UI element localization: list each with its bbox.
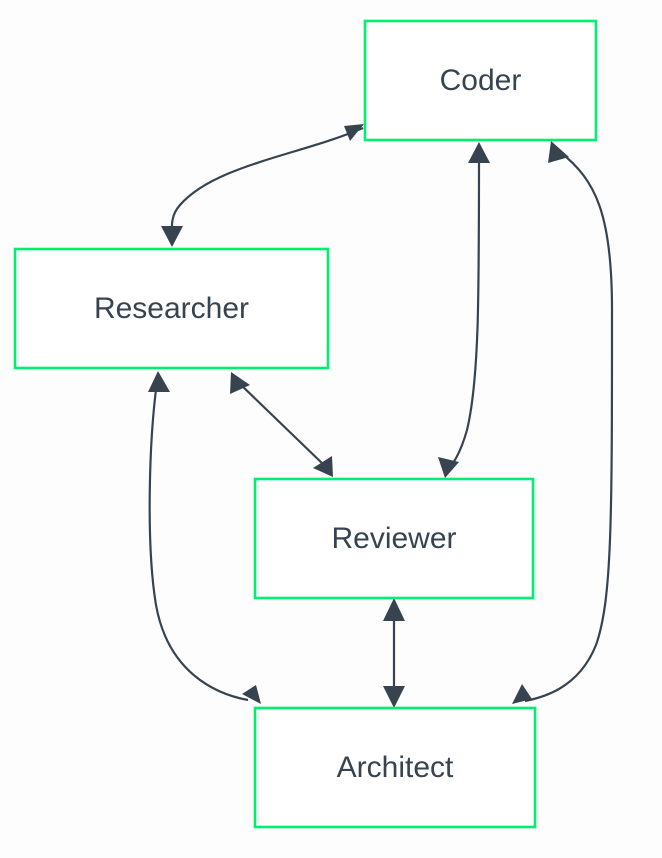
edge-reviewer-architect-arrowhead-architect	[383, 686, 405, 708]
edge-coder-researcher[interactable]	[161, 124, 364, 247]
node-reviewer-label: Reviewer	[331, 522, 456, 555]
edge-coder-researcher-arrowhead-coder	[344, 124, 364, 141]
node-coder-label: Coder	[440, 64, 522, 97]
edge-researcher-architect[interactable]	[148, 371, 261, 704]
node-coder-box[interactable]	[363, 19, 598, 142]
edge-coder-architect-path	[524, 151, 614, 703]
edge-researcher-reviewer-arrowhead-reviewer	[313, 456, 333, 477]
edge-coder-reviewer-arrowhead-reviewer	[438, 457, 459, 478]
edge-researcher-reviewer-path	[238, 382, 326, 467]
edge-researcher-architect-path	[148, 381, 249, 702]
node-architect[interactable]: Architect	[253, 706, 537, 829]
edge-coder-researcher-path	[170, 126, 364, 237]
edge-reviewer-architect-arrowhead-reviewer	[383, 598, 405, 621]
node-architect-label: Architect	[337, 751, 454, 784]
edge-researcher-architect-arrowhead-researcher	[148, 371, 170, 392]
edge-researcher-architect-arrowhead-architect	[242, 685, 261, 704]
edge-coder-reviewer-path	[447, 152, 481, 471]
node-coder[interactable]: Coder	[363, 19, 598, 142]
edge-coder-researcher-arrowhead-researcher	[161, 226, 183, 247]
node-reviewer[interactable]: Reviewer	[253, 477, 535, 600]
node-researcher[interactable]: Researcher	[13, 247, 330, 370]
node-reviewer-box[interactable]	[253, 477, 535, 600]
edge-coder-architect-arrowhead-coder	[548, 141, 569, 163]
node-layer: Coder Researcher Reviewer Architect	[13, 19, 598, 829]
node-researcher-label: Researcher	[94, 292, 249, 325]
node-researcher-box[interactable]	[13, 247, 330, 370]
edge-coder-architect-arrowhead-architect	[512, 684, 532, 704]
edge-coder-reviewer[interactable]	[438, 142, 490, 478]
edge-coder-reviewer-arrowhead-coder	[468, 142, 490, 163]
node-architect-box[interactable]	[253, 706, 537, 829]
edge-reviewer-architect[interactable]	[383, 598, 405, 708]
edge-coder-architect[interactable]	[512, 141, 614, 704]
edge-researcher-reviewer[interactable]	[230, 372, 333, 477]
edge-layer	[148, 124, 614, 708]
edge-researcher-reviewer-arrowhead-researcher	[230, 372, 250, 394]
